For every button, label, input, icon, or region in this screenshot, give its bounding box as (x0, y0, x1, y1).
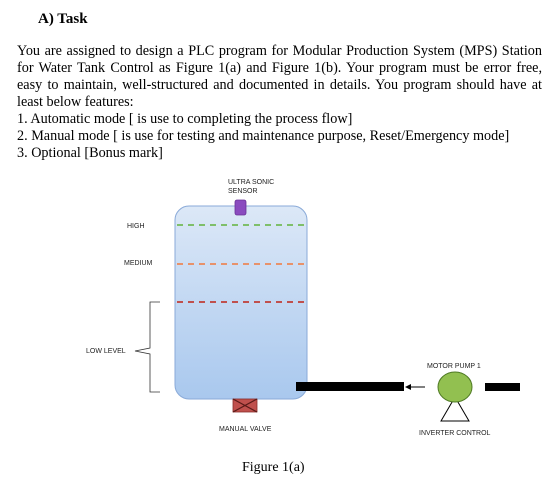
feature-item-manual: 2. Manual mode [ is use for testing and … (17, 128, 510, 144)
inlet-pipe (296, 382, 404, 391)
outlet-pipe (485, 383, 520, 391)
figure-caption: Figure 1(a) (242, 460, 305, 475)
task-paragraph: You are assigned to design a PLC program… (17, 43, 542, 110)
task-heading: A) Task (38, 11, 88, 27)
feature-item-automatic: 1. Automatic mode [ is use to completing… (17, 111, 353, 127)
manual-valve-label: MANUAL VALVE (219, 426, 272, 433)
feature-item-optional: 3. Optional [Bonus mark] (17, 145, 163, 161)
high-level-label: HIGH (127, 223, 145, 230)
medium-level-label: MEDIUM (124, 260, 153, 267)
flow-arrow-icon (405, 384, 411, 390)
ultrasonic-sensor-icon (234, 199, 247, 216)
low-level-bracket (134, 301, 160, 393)
low-level-label: LOW LEVEL (86, 348, 126, 355)
sensor-label-line1: ULTRA SONIC (228, 179, 275, 186)
sensor-label-line2: SENSOR (228, 188, 258, 195)
sensor-label: ULTRA SONIC SENSOR (228, 178, 274, 196)
valve-cross-icon (232, 398, 258, 413)
feature-list: 1. Automatic mode [ is use to completing… (17, 111, 547, 162)
inverter-control-label: INVERTER CONTROL (419, 430, 491, 437)
motor-pump-label: MOTOR PUMP 1 (427, 363, 481, 370)
motor-pump-icon (437, 371, 473, 403)
pump-stand (440, 396, 470, 422)
